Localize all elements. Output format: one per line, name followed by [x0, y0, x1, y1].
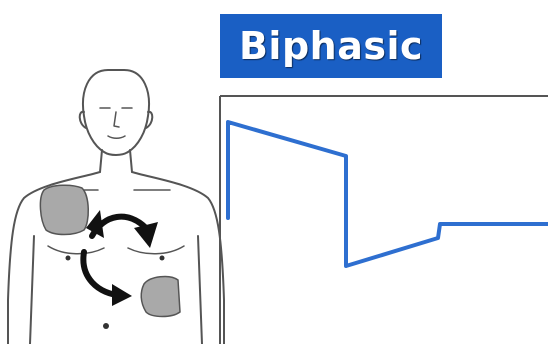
left-nipple	[66, 256, 71, 261]
right-nipple	[160, 256, 165, 261]
right-arm-line	[198, 236, 202, 344]
mouth	[108, 136, 125, 138]
biphasic-waveform-line	[228, 122, 548, 266]
arrow-upper-head	[134, 222, 158, 248]
chest-line-right	[128, 246, 184, 254]
arrow-lower-head	[112, 284, 132, 306]
navel	[103, 323, 109, 329]
left-arm-line	[30, 236, 34, 344]
lower-left-side-pad	[141, 277, 180, 317]
chest-line-left	[48, 246, 104, 254]
upper-right-chest-pad	[40, 185, 88, 234]
nose	[114, 112, 119, 127]
